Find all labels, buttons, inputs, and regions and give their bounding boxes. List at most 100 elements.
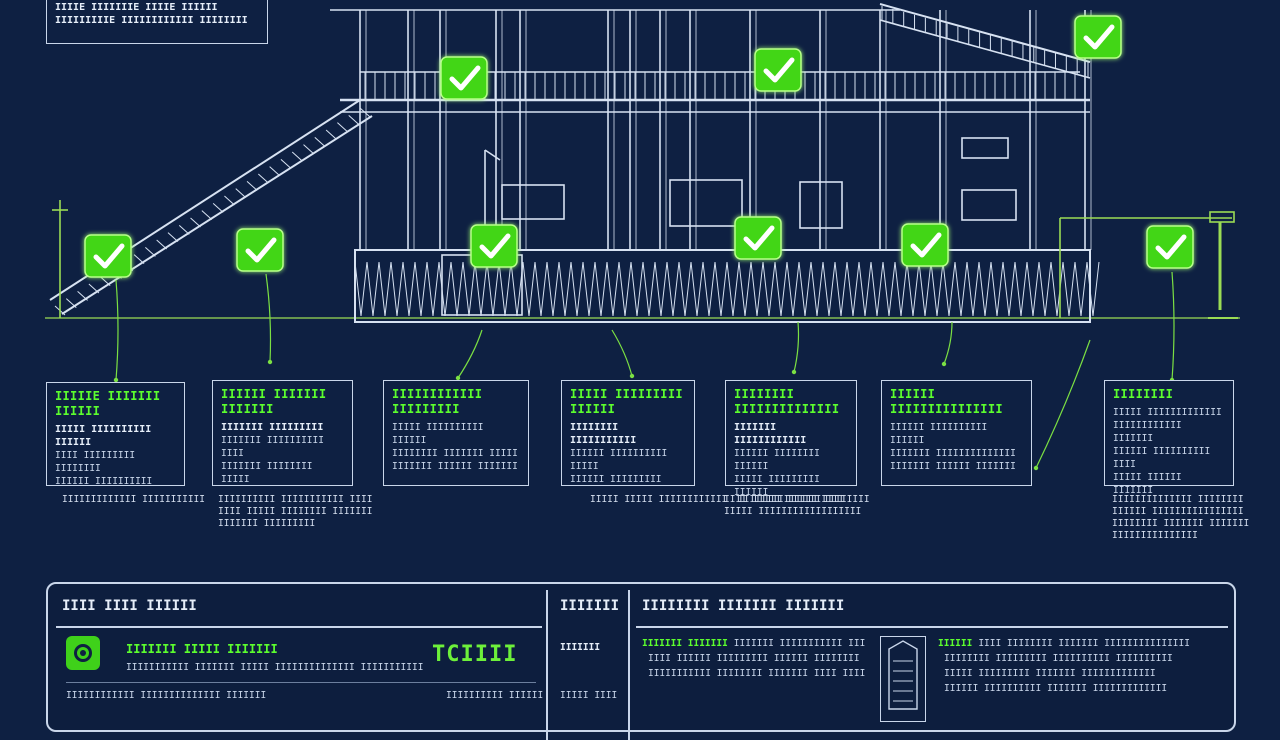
- caption-note: IIIII IIIII IIIIIIIIIIII: [590, 494, 727, 506]
- callout-subtitle: IIIIIII IIIIIIIII: [221, 422, 324, 433]
- checkmark-icon: [1074, 15, 1122, 59]
- panel-divider-2: [636, 626, 1228, 628]
- callout-line: IIIIII IIIIIIIIII: [55, 476, 153, 487]
- leader-dot: [267, 359, 273, 365]
- leader-dot: [113, 377, 119, 383]
- document-icon: [880, 636, 926, 722]
- panel-divider-v2: [628, 590, 630, 740]
- mid-line2: IIIII IIII: [560, 690, 618, 701]
- panel-text-row: IIII IIIIII IIIIIIIII IIIIII IIIIIIII II…: [642, 651, 866, 666]
- leader-lines: [113, 271, 1175, 471]
- panel-row-text: IIIII IIIIIIIII IIIIIII IIIIIIIIIIIII: [944, 668, 1156, 679]
- callout-subtitle: IIIII IIIIIIIIII IIIIII: [55, 424, 152, 448]
- feature-title: IIIIIII IIIII IIIIIII: [126, 642, 278, 656]
- checkmark-icon: [84, 234, 132, 278]
- panel-text-row: IIIIII IIII IIIIIIII IIIIIII IIIIIIIIIIII…: [938, 636, 1228, 651]
- leader-dot: [791, 369, 797, 375]
- feature-divider: [66, 682, 536, 684]
- caption-line: IIIII IIIIIIIIIIIIIIIIII: [724, 506, 862, 517]
- panel-text-row: IIIII IIIIIIIII IIIIIII IIIIIIIIIIIII: [938, 666, 1228, 681]
- leader-line: [943, 321, 953, 365]
- panel-header-right: IIIIIIII IIIIIII IIIIIII: [642, 598, 845, 614]
- panel-row-text: IIII IIIIII IIIIIIIII IIIIII IIIIIIII II…: [648, 653, 866, 664]
- panel-header-left: IIII IIII IIIIII: [62, 598, 197, 614]
- callout-line: IIIIII IIIIIIII IIIIII: [734, 448, 820, 472]
- leader-line: [1171, 271, 1175, 381]
- panel-row-text: IIIIIIII IIIIIIIII IIIIIIIIII IIIIIIIIII: [944, 653, 1173, 664]
- leader-line: [265, 273, 272, 363]
- callout-line: IIIIII IIIIIIIIII IIIIII: [890, 422, 988, 446]
- feature-desc: IIIIIIIIIII IIIIIII IIIII IIIIIIIIIIIIII…: [126, 662, 424, 673]
- callout-line: IIIIII IIIIIIIIII IIII: [1113, 446, 1211, 470]
- callout-line: IIIIII IIIIIIIIII IIIII: [570, 448, 668, 472]
- callout-subtitle: IIIIIIII IIIIIIIIIII: [570, 422, 637, 446]
- panel-divider-v1: [546, 590, 548, 740]
- callout-title: IIIIIIII: [1113, 387, 1174, 401]
- checkmark-icon: [440, 56, 488, 100]
- target-icon: [66, 636, 100, 670]
- checkmark-icon: [734, 216, 782, 260]
- leader-line: [611, 329, 633, 377]
- caption-line: IIIIII IIIIIIIIIIIIIIII: [1112, 506, 1244, 517]
- checkmark-icon: [236, 228, 284, 272]
- panel-header-mid: IIIIIII: [560, 598, 620, 614]
- callout-line: IIIII IIIIIIIIII IIIIII: [392, 422, 484, 446]
- callout-line: IIIII IIIIIIIII IIIIII: [734, 474, 820, 498]
- blueprint-diagram: [45, 3, 1240, 471]
- callout-line: IIIII IIIIIIIIIIIII: [1113, 407, 1222, 418]
- callout-title: IIIII IIIIIIIII IIIIII: [570, 387, 683, 416]
- footer-code: IIIIIIIIII IIIIII: [446, 690, 544, 701]
- caption-line: IIIIIIIIIIIIII IIIIIIII: [738, 494, 870, 505]
- caption-line: IIIIIIIIIIIIII IIIIIIII: [1112, 494, 1244, 505]
- callout-line: IIIII IIIIII IIIIIII: [1113, 472, 1182, 496]
- mid-line1: IIIIIII: [560, 642, 601, 653]
- caption-line: IIIIIIIIIIIII IIIIIIIIIII: [62, 494, 205, 505]
- panel-row-text: IIIIII IIIIIIIIII IIIIIII IIIIIIIIIIIII: [944, 683, 1168, 694]
- caption-line: IIIIIIIIII IIIIIIIIIII IIII: [218, 494, 373, 505]
- callout-box: IIIII IIIIIIIII IIIIII IIIIIIII IIIIIIIII…: [561, 380, 695, 486]
- callout-line: IIIIIII IIIIII IIIIIII: [392, 461, 518, 472]
- panel-text-row: IIIIIII IIIIIIIIIIIIII IIIIIIIIIII IIIII…: [642, 636, 866, 651]
- leader-dot: [941, 361, 947, 367]
- caption-line: IIIII IIIII IIIIIIIIIIII: [590, 494, 728, 505]
- leader-line: [793, 321, 800, 373]
- caption-note: IIIIIIIIIIIII IIIIIIIIIII: [62, 494, 205, 506]
- callout-title: IIIIIIII IIIIIIIIIIIIII: [734, 387, 840, 416]
- callout-line: IIIIIII IIIIII IIIIIII: [890, 461, 1016, 472]
- leader-line: [457, 329, 483, 379]
- callout-box: IIIIIIII IIIIIIIIIIIIII IIIIIII IIIIIIIII…: [725, 380, 857, 498]
- panel-row-text: IIIIIIIIIII IIIIIIII IIIIIII IIII IIIIII…: [648, 668, 866, 679]
- caption-line: IIII IIIII IIIIIIII IIIIIII: [218, 506, 373, 517]
- callout-line: IIII IIIIIIIII IIIIIIII: [55, 450, 136, 474]
- callout-line: IIIIII IIIIIIIII: [570, 474, 662, 485]
- panel-divider: [56, 626, 542, 628]
- callout-subtitle: IIIIIII IIIIIIIIIIII: [734, 422, 807, 446]
- leader-line: [115, 279, 119, 381]
- panel-row-text: IIII IIIIIIII IIIIIII IIIIIIIIIIIIIII: [978, 638, 1190, 649]
- corner-note-line2: IIIIIIIIIE IIIIIIIIIIII IIIIIIII: [55, 15, 248, 26]
- callout-title: IIIIII IIIIIII IIIIIII: [221, 387, 327, 416]
- corner-note-line1: IIIIE IIIIIIIE IIIIE IIIIII: [55, 2, 218, 13]
- caption-note: IIIIIIIIIIIIII IIIIIIII: [738, 494, 870, 506]
- checkmark-icon: [754, 48, 802, 92]
- info-panel: IIII IIII IIIIII IIIIIII IIIIIIII IIIIII…: [46, 582, 1236, 740]
- panel-row-highlight: IIIIII: [938, 638, 973, 649]
- feature-code: TCIIII: [432, 642, 518, 667]
- caption-line: IIII IIIII IIIIIIIIII: [724, 494, 845, 505]
- panel-row-text: IIIIIII IIIIIIIIIII IIIIIIII IIIIIIIIII: [733, 638, 866, 649]
- leader-dot: [629, 373, 635, 379]
- caption-line: IIIIIIIIIIIIIII: [1112, 530, 1198, 541]
- callout-line: IIIIIII IIIIIIIIII IIII: [221, 435, 324, 459]
- leader-dot: [1033, 465, 1039, 471]
- checkmark-group: [84, 15, 1194, 278]
- corner-note: IIIIE IIIIIIIE IIIIE IIIIII IIIIIIIIIE I…: [46, 0, 268, 44]
- leader-line: [1035, 339, 1091, 469]
- structure-frame: [45, 3, 1240, 323]
- callout-line: IIIIIII IIIIIIIIIIIIII: [890, 448, 1016, 459]
